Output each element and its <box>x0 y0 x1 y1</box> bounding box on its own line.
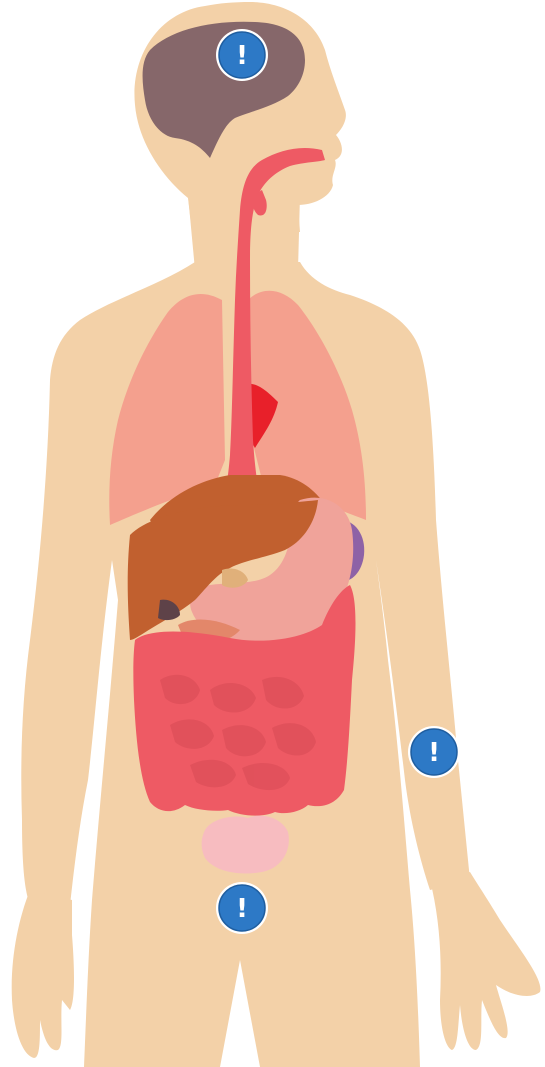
alert-circle-inner <box>218 31 266 79</box>
right-hand <box>430 872 541 1050</box>
right-lung <box>248 290 366 520</box>
intestine-loop <box>170 719 214 749</box>
esophagus <box>222 148 325 505</box>
bladder <box>201 815 289 874</box>
intestine-loop <box>272 723 316 756</box>
exclamation-icon: ! <box>428 738 440 768</box>
arm-alert-hotspot[interactable]: ! <box>408 726 460 778</box>
intestine-loop <box>222 725 266 757</box>
exclamation-icon: ! <box>236 894 248 924</box>
intestine-loop <box>190 759 236 788</box>
intestine-loop <box>160 674 200 705</box>
alert-circle-inner <box>218 884 266 932</box>
stomach <box>190 497 354 645</box>
intestine-loop <box>210 683 256 713</box>
alert-circle-inner <box>410 728 458 776</box>
gallbladder <box>222 568 248 588</box>
exclamation-icon: ! <box>236 41 248 71</box>
intestine-loop <box>262 676 304 709</box>
intestine-loop <box>242 763 290 791</box>
left-hand <box>11 890 75 1058</box>
left-lung <box>109 293 225 525</box>
head-alert-hotspot[interactable]: ! <box>216 29 268 81</box>
heart <box>245 383 278 448</box>
kidney <box>158 599 180 621</box>
pharynx <box>253 190 267 216</box>
small-intestine <box>160 674 316 791</box>
pelvis-alert-hotspot[interactable]: ! <box>216 882 268 934</box>
